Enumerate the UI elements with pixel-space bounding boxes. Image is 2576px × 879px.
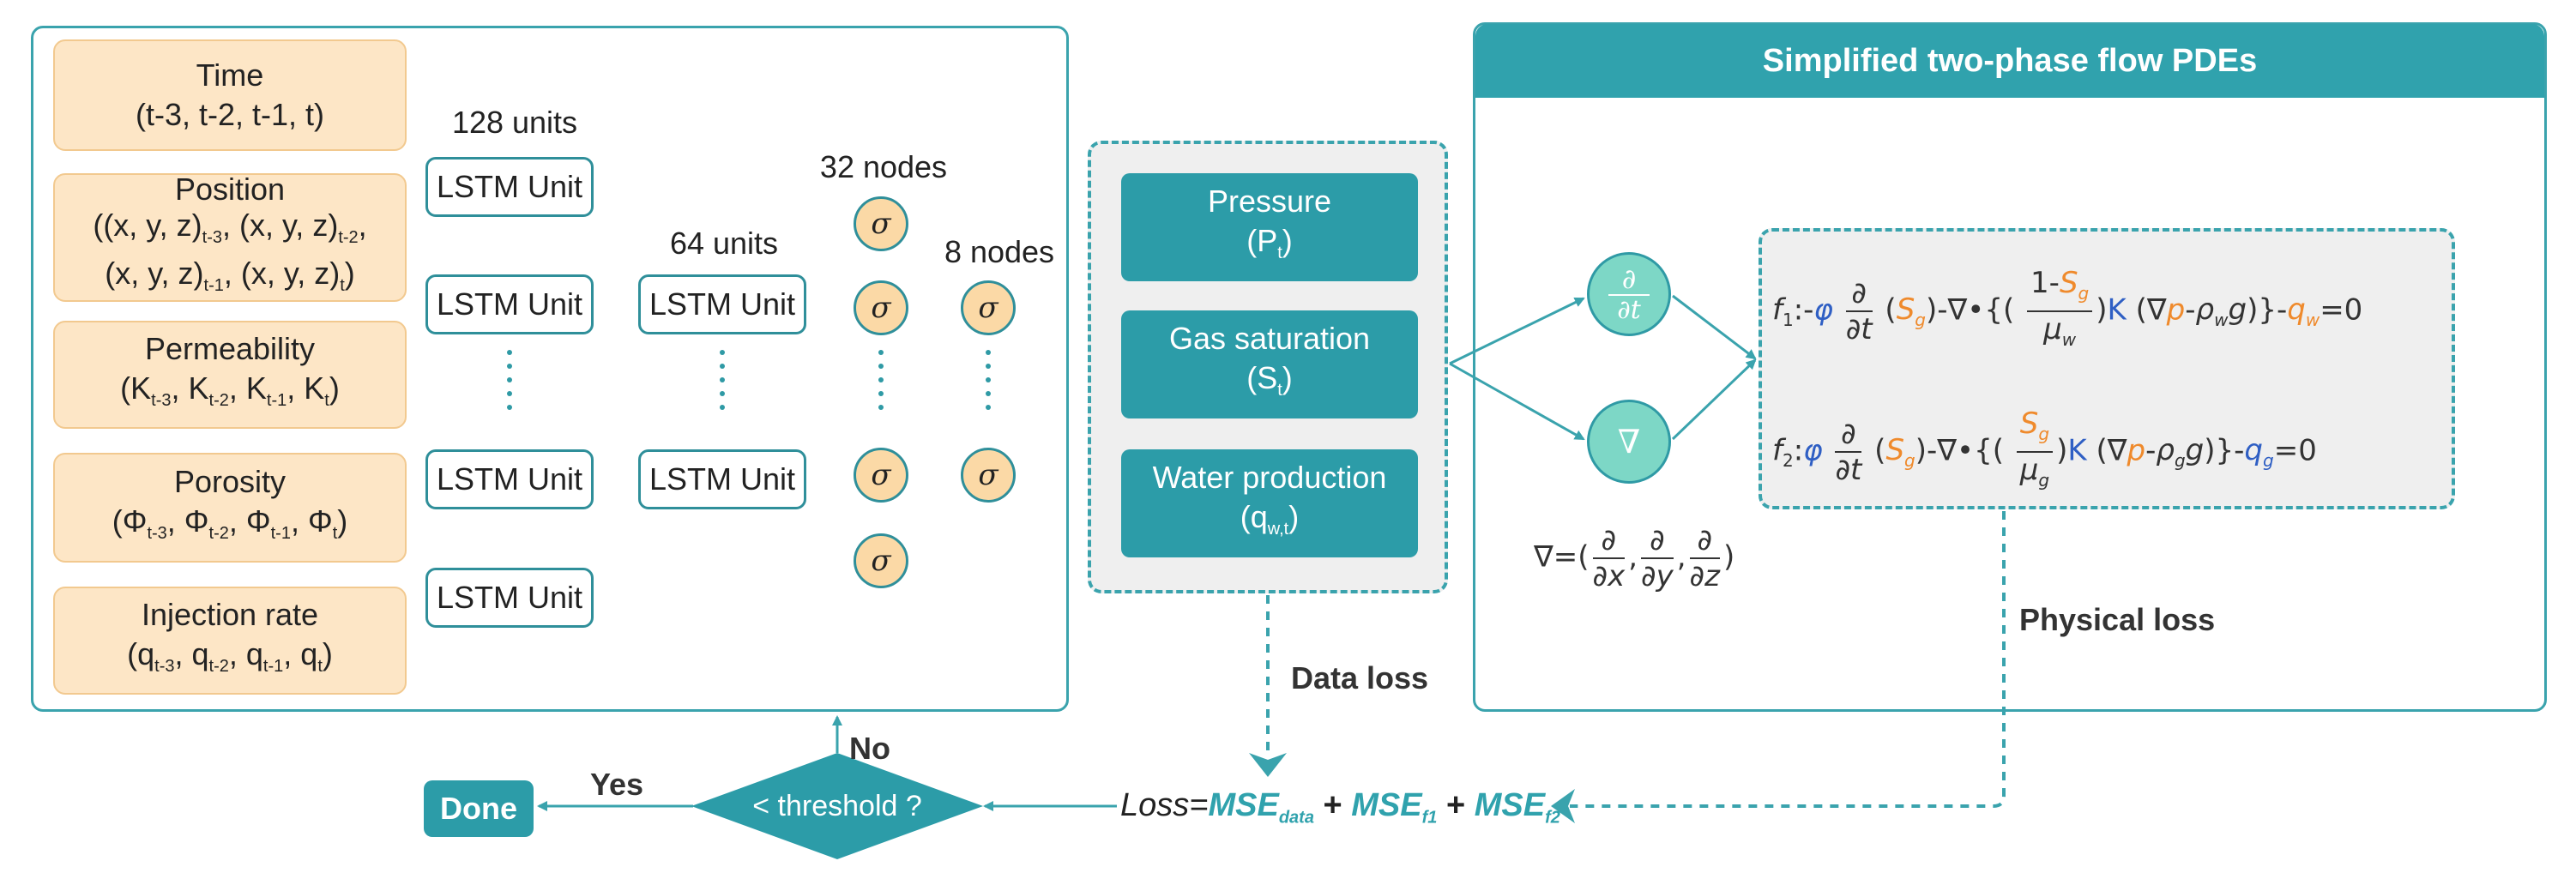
decision-diamond [691,753,983,859]
input-permeability-detail: (Kt-3, Kt-2, Kt-1, Kt) [120,370,340,411]
vertical-ellipsis [878,350,884,418]
lstm-unit: LSTM Unit [638,449,806,509]
input-injection-title: Injection rate [141,596,319,632]
physical-loss-label: Physical loss [2019,602,2216,637]
output-pressure: Pressure (Pt) [1121,173,1418,281]
output-gas-saturation: Gas saturation (St) [1121,310,1418,418]
output-water-production: Water production (qw,t) [1121,449,1418,557]
physical-loss-arrowhead [1551,789,1575,823]
input-porosity-detail: (Φt-3, Φt-2, Φt-1, Φt) [112,503,348,544]
equations-group [1759,228,2455,509]
input-injection-rate: Injection rate (qt-3, qt-2, qt-1, qt) [53,587,407,695]
vertical-ellipsis [720,350,725,418]
pde-panel-title: Simplified two-phase flow PDEs [1475,24,2544,98]
layer1-label: 128 units [451,105,578,140]
arrow-to-gradient [1449,362,1585,441]
sigma-node: σ [854,280,908,335]
lstm-unit: LSTM Unit [425,157,594,217]
sigma-node: σ [961,280,1016,335]
layer4-label: 8 nodes [944,234,1055,269]
sigma-node: σ [961,448,1016,503]
arrow-gradient-to-eq [1671,358,1757,441]
arrow-partial-to-eq [1672,294,1757,360]
lstm-unit: LSTM Unit [425,274,594,334]
layer2-label: 64 units [669,226,779,261]
data-loss-arrowhead [1249,753,1287,777]
input-porosity: Porosity (Φt-3, Φt-2, Φt-1, Φt) [53,453,407,563]
loss-equation: Loss=MSEdata + MSEf1 + MSEf2 [1120,787,1560,828]
input-time: Time (t-3, t-2, t-1, t) [53,39,407,151]
input-position-title: Position [174,171,286,207]
arrow-to-partial [1449,297,1585,365]
input-time-title: Time [196,57,264,93]
input-permeability-title: Permeability [144,330,316,366]
input-position: Position ((x, y, z)t-3, (x, y, z)t-2, (x… [53,171,407,302]
input-injection-detail: (qt-3, qt-2, qt-1, qt) [127,635,333,677]
no-label: No [849,731,890,766]
layer3-label: 32 nodes [819,149,948,184]
gradient-operator: ∇ [1587,400,1671,484]
done-terminal: Done [424,780,534,837]
sigma-node: σ [854,533,908,588]
partial-derivative-operator: ∂ ∂t [1587,252,1671,336]
decision-label: < threshold ? [752,790,922,822]
nabla-definition: ∇=(∂∂x,∂∂y,∂∂z) [1534,523,1735,593]
input-permeability: Permeability (Kt-3, Kt-2, Kt-1, Kt) [53,321,407,429]
vertical-ellipsis [507,350,512,418]
lstm-unit: LSTM Unit [425,568,594,628]
data-loss-label: Data loss [1291,660,1429,695]
yes-label: Yes [590,767,644,802]
input-time-detail: (t-3, t-2, t-1, t) [135,97,325,132]
physical-loss-line [1570,511,2006,808]
lstm-unit: LSTM Unit [638,274,806,334]
vertical-ellipsis [986,350,991,418]
sigma-node: σ [854,196,908,251]
lstm-unit: LSTM Unit [425,449,594,509]
input-porosity-title: Porosity [173,463,287,499]
sigma-node: σ [854,448,908,503]
